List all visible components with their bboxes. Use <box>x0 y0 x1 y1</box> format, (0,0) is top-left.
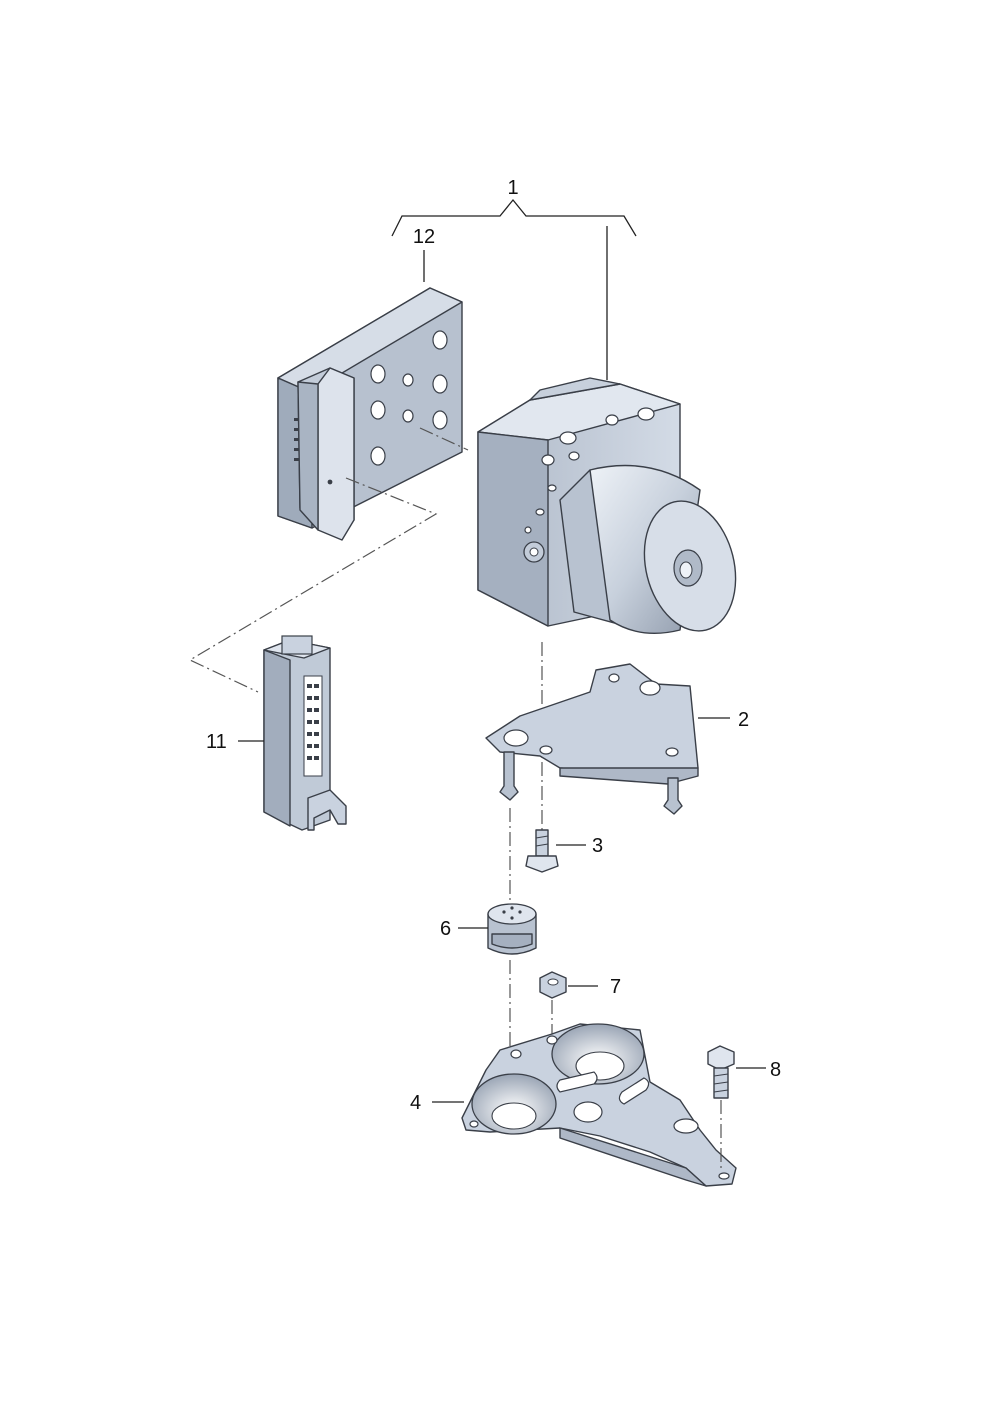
control-unit-12 <box>277 287 463 541</box>
base-plate-4 <box>461 1023 737 1187</box>
bolt-8 <box>707 1045 735 1099</box>
hydraulic-unit-1 <box>477 377 737 635</box>
callout-3: 3 <box>592 835 603 857</box>
hex-nut-7 <box>539 971 567 999</box>
callout-1: 1 <box>507 177 518 199</box>
callout-1-bracket <box>391 198 637 380</box>
callout-6: 6 <box>440 918 451 940</box>
callout-2: 2 <box>738 709 749 731</box>
connector-11 <box>263 635 347 831</box>
callout-8: 8 <box>770 1059 781 1081</box>
callout-4: 4 <box>410 1092 421 1114</box>
mounting-bracket-2 <box>485 663 699 815</box>
callout-11: 11 <box>206 731 227 753</box>
callout-7: 7 <box>610 976 621 998</box>
wiring-path-line <box>188 477 438 693</box>
rubber-grommet-6 <box>487 903 537 955</box>
callout-12: 12 <box>413 226 435 248</box>
bolt-3 <box>525 829 559 873</box>
